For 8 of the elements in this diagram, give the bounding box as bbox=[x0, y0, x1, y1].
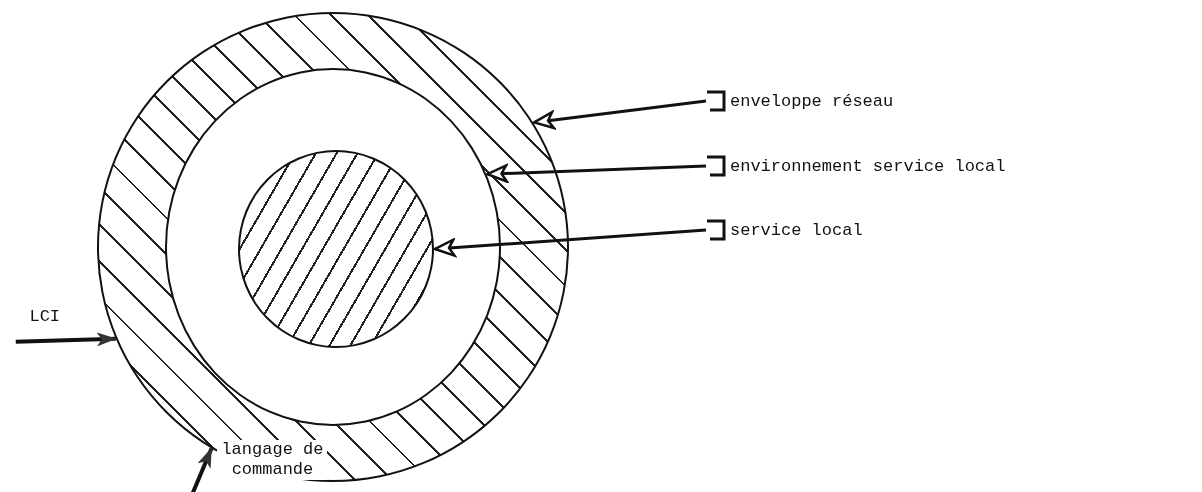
layer-label: environnement service local bbox=[730, 156, 1006, 176]
arrow bbox=[486, 164, 707, 183]
arrow bbox=[15, 332, 117, 347]
arrow bbox=[532, 99, 707, 130]
layer-label: enveloppe réseau bbox=[730, 91, 894, 111]
layer-label: service local bbox=[730, 220, 863, 240]
arrow bbox=[433, 228, 707, 257]
edge-label: langage de commande bbox=[217, 440, 328, 481]
